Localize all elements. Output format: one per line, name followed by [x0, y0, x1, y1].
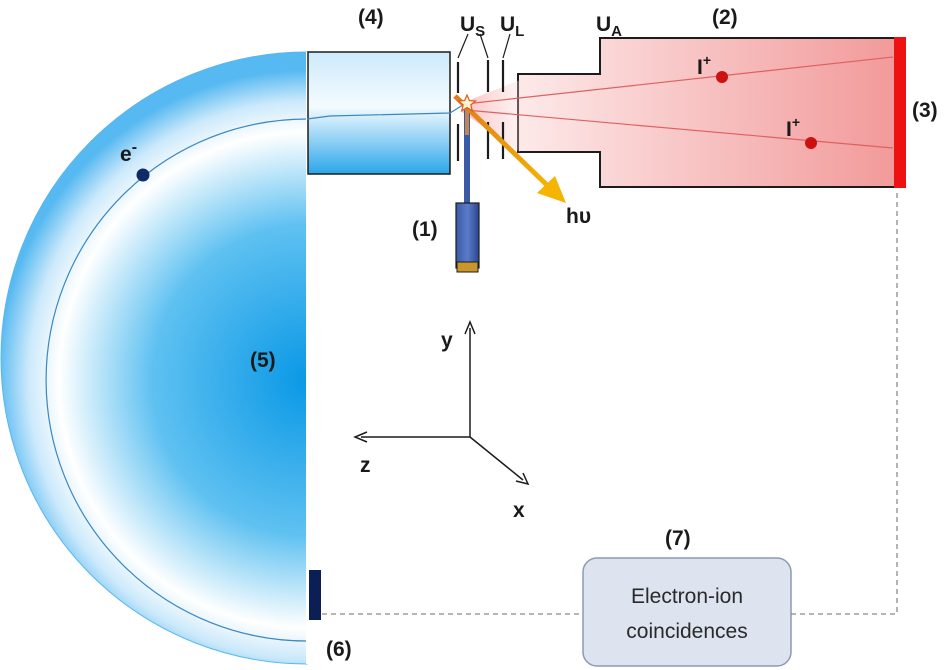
label-analyzer: (5)	[250, 349, 276, 372]
electron-detector	[309, 570, 321, 620]
label-tof-tube: (2)	[712, 6, 738, 29]
electron-trajectory	[45, 118, 308, 642]
label-coincidence: (7)	[665, 527, 691, 550]
label-electron-detector: (6)	[326, 638, 352, 661]
electron-particle	[136, 168, 150, 182]
label-ion-detector: (3)	[912, 99, 938, 122]
photon-beam	[453, 94, 552, 190]
axis-label-x: x	[513, 499, 525, 522]
coincidence-text-line1: Electron-ion	[631, 585, 743, 608]
ion-cloud	[462, 80, 520, 152]
source-oven	[455, 202, 480, 269]
coordinate-axes	[353, 320, 530, 486]
lens-trajectory	[306, 104, 464, 120]
interaction-point-icon	[456, 93, 478, 113]
ion-detector	[894, 37, 906, 188]
ion-particle-2	[805, 137, 817, 149]
label-ion-2: I+	[786, 114, 800, 141]
ion-trajectory-2	[464, 109, 894, 149]
axis-label-y: y	[441, 329, 453, 352]
coincidence-text-line2: coincidences	[626, 620, 747, 643]
photon-beam-arrowhead	[537, 176, 566, 203]
voltage-ua: UA	[596, 13, 622, 40]
voltage-us: US	[460, 13, 485, 40]
label-ion-1: I+	[697, 52, 711, 79]
ion-trajectory-1	[464, 56, 894, 105]
label-lens: (4)	[358, 6, 384, 29]
voltage-leader-lines	[457, 33, 511, 59]
voltage-ul: UL	[500, 13, 524, 40]
hemispherical-analyzer	[0, 51, 308, 665]
label-electron: e-	[120, 139, 137, 166]
signal-lines	[322, 190, 898, 615]
label-photon: hυ	[566, 205, 591, 228]
axis-label-z: z	[360, 454, 371, 477]
ion-particle-1	[716, 71, 728, 83]
coincidence-box	[582, 557, 792, 667]
label-source: (1)	[412, 218, 438, 241]
source-reservoir	[456, 261, 479, 273]
